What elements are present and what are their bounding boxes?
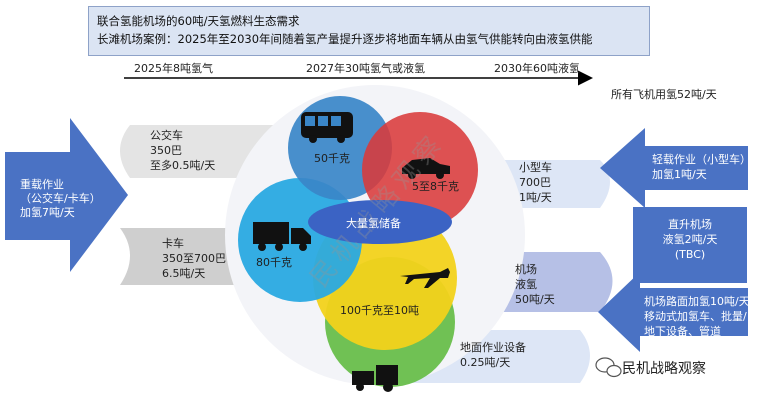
car-label: 小型车 700巴 1吨/天 <box>519 161 552 204</box>
truck-capacity: 80千克 <box>256 256 292 269</box>
apron-label: 机场路面加氢10吨/天 移动式加氢车、批量/ 地下设备、管道 <box>644 295 750 338</box>
header-line2: 长滩机场案例：2025年至2030年间随着氢产量提升逐步将地面车辆从由氢气供能转… <box>97 32 593 46</box>
bus-label: 公交车 350巴 至多0.5吨/天 <box>150 129 216 172</box>
bus-capacity: 50千克 <box>314 152 350 165</box>
tractor-icon <box>352 365 398 392</box>
truck-label: 卡车 350至700巴 6.5吨/天 <box>162 237 226 280</box>
storage-label: 大量氢储备 <box>346 217 401 230</box>
plane-icon <box>400 268 450 288</box>
timeline-2027: 2027年30吨氢气或液氢 <box>306 62 425 75</box>
light-duty-arrow <box>600 128 748 208</box>
car-capacity: 5至8千克 <box>412 180 459 193</box>
plane-capacity: 100千克至10吨 <box>340 304 419 317</box>
airport-label: 机场 液氢 50吨/天 <box>515 263 555 306</box>
heavy-duty-arrow <box>5 118 128 272</box>
brand-label: 民机战略观察 <box>622 361 706 377</box>
timeline-2030: 2030年60吨液氢 <box>494 62 580 75</box>
car-icon <box>402 158 450 179</box>
timeline-2025: 2025年8吨氢气 <box>134 62 213 75</box>
heliport-label: 直升机场 液氢2吨/天 (TBC) <box>662 218 718 261</box>
heliport-box <box>633 207 747 283</box>
ground-label: 地面作业设备 0.25吨/天 <box>460 341 526 369</box>
bus-icon <box>301 112 353 143</box>
light-duty-label: 轻载作业（小型车） 加氢1吨/天 <box>652 153 751 181</box>
truck-icon <box>253 222 311 251</box>
total-aircraft-label: 所有飞机用氢52吨/天 <box>611 88 717 101</box>
heavy-duty-label: 重载作业 （公交车/卡车） 加氢7吨/天 <box>20 178 101 219</box>
header-box: 联合氢能机场的60吨/天氢燃料生态需求 长滩机场案例：2025年至2030年间随… <box>88 6 650 56</box>
apron-arrow <box>598 272 748 352</box>
storage-ellipse <box>308 200 452 244</box>
wechat-icon <box>595 357 622 378</box>
header-line1: 联合氢能机场的60吨/天氢燃料生态需求 <box>97 14 300 28</box>
